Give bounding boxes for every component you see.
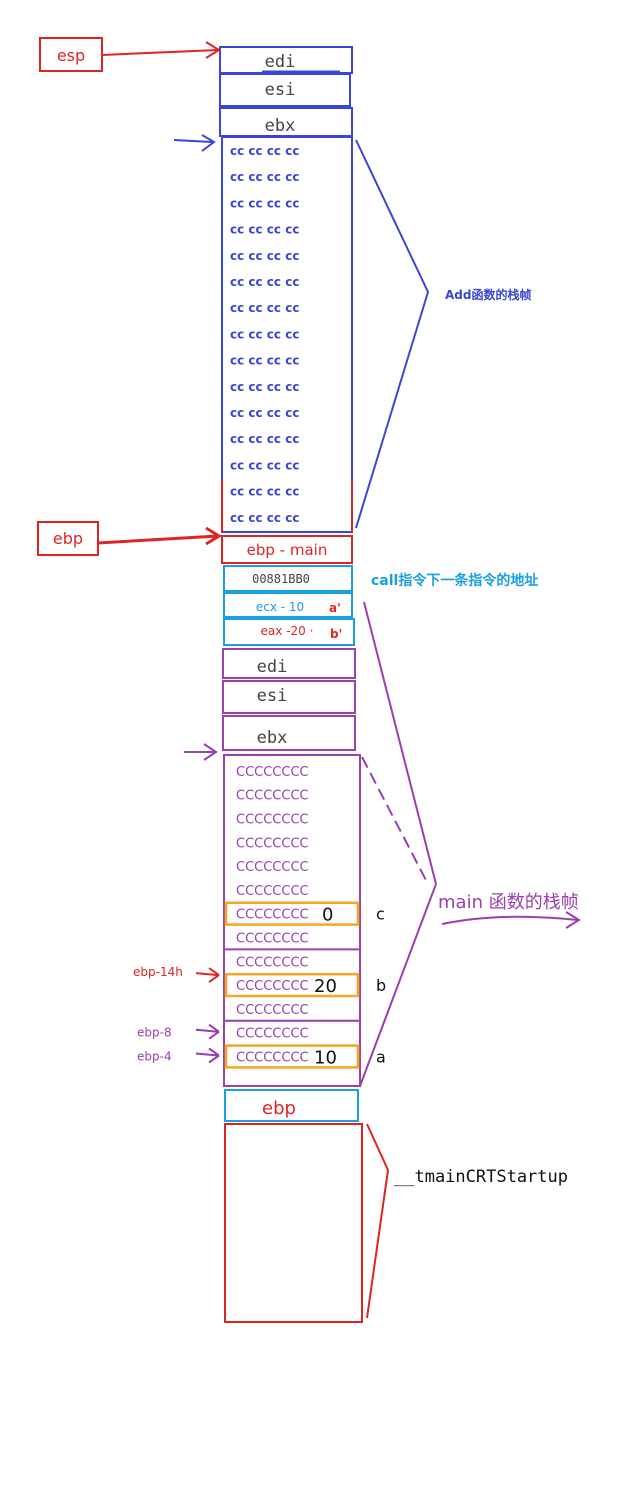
add-esi-label: esi bbox=[265, 80, 296, 100]
main-fill-row: CCCCCCCC bbox=[236, 789, 309, 804]
ebp-offset-arrow bbox=[195, 1023, 220, 1040]
add-fill-row: cc cc cc cc bbox=[230, 223, 299, 237]
add-fill-row: cc cc cc cc bbox=[230, 301, 299, 315]
main-fill-row: CCCCCCCC bbox=[236, 813, 309, 828]
return-address-value: 00881BB0 bbox=[252, 572, 310, 586]
main-var-value: 0 bbox=[322, 905, 333, 926]
main-var-value: 20 bbox=[314, 976, 337, 997]
call-area: ebp - main 00881BB0 call指令下一条指令的地址 ecx -… bbox=[221, 535, 538, 646]
add-fill-row: cc cc cc cc bbox=[230, 196, 299, 210]
add-fill-row: cc cc cc cc bbox=[230, 511, 299, 525]
main-fill-row: CCCCCCCC bbox=[236, 1003, 309, 1018]
add-frame-entry-arrow bbox=[173, 134, 216, 152]
main-esi-label: esi bbox=[257, 686, 288, 706]
eax-arg-label: eax -20 · bbox=[261, 624, 314, 638]
add-fill-row: cc cc cc cc bbox=[230, 432, 299, 446]
ebp-offset-arrow bbox=[195, 1047, 220, 1064]
main-fill-row: CCCCCCCC bbox=[236, 1051, 309, 1066]
main-frame-label: main 函数的栈帧 bbox=[438, 892, 579, 913]
ebp-offset-arrow bbox=[195, 967, 220, 983]
main-esi-cell bbox=[222, 680, 356, 714]
main-fill-row: CCCCCCCC bbox=[236, 908, 309, 923]
main-var-name: c bbox=[376, 905, 385, 924]
ebp-offset-label: ebp-14h bbox=[133, 965, 183, 979]
add-fill-row: cc cc cc cc bbox=[230, 170, 299, 184]
add-fill-row: cc cc cc cc bbox=[230, 380, 299, 394]
add-fill-row: cc cc cc cc bbox=[230, 354, 299, 368]
add-fill-row: cc cc cc cc bbox=[230, 249, 299, 263]
main-edi-label: edi bbox=[257, 657, 288, 677]
add-fill-row: cc cc cc cc bbox=[230, 485, 299, 499]
ebp-offset-label: ebp-8 bbox=[137, 1026, 172, 1040]
ebp-box bbox=[37, 521, 99, 556]
startup-frame-block bbox=[224, 1123, 363, 1323]
add-fill-rows: cc cc cc cc cc cc cc cc cc cc cc cc cc cc c… bbox=[230, 144, 299, 525]
main-fill-row: CCCCCCCC bbox=[236, 765, 309, 780]
main-var-cell bbox=[224, 972, 360, 998]
main-fill-block bbox=[223, 754, 361, 1087]
ebp-main-cell bbox=[221, 535, 353, 564]
ecx-arg-tag: a' bbox=[329, 601, 341, 615]
ebp-offset-label: ebp-4 bbox=[137, 1050, 172, 1064]
eax-arg-tag: b' bbox=[330, 627, 342, 641]
ebp-main-label: ebp - main bbox=[247, 541, 328, 559]
startup-label: __tmainCRTStartup bbox=[394, 1167, 568, 1187]
main-bracket-top bbox=[363, 601, 437, 885]
add-fill-row: cc cc cc cc bbox=[230, 327, 299, 341]
esp-arrow bbox=[101, 41, 221, 59]
add-edi-label: edi bbox=[265, 52, 296, 72]
main-fill-row: CCCCCCCC bbox=[236, 884, 309, 899]
main-fill-row: CCCCCCCC bbox=[236, 836, 309, 851]
add-esi-cell bbox=[219, 73, 351, 107]
main-var-name: a bbox=[376, 1048, 386, 1067]
main-fill-row: CCCCCCCC bbox=[236, 860, 309, 875]
eax-arg-cell bbox=[223, 618, 355, 646]
main-var-name: b bbox=[376, 976, 386, 995]
main-bracket-dashed bbox=[361, 756, 429, 885]
main-fill-row: CCCCCCCC bbox=[236, 932, 309, 947]
main-var-cell bbox=[224, 1044, 360, 1069]
main-fill-row: CCCCCCCC bbox=[236, 955, 309, 970]
add-fill-row: cc cc cc cc bbox=[230, 458, 299, 472]
main-ebx-label: ebx bbox=[257, 728, 288, 748]
main-fill-row: CCCCCCCC bbox=[236, 979, 309, 994]
bottom-ebp-label: ebp bbox=[262, 1098, 296, 1119]
add-fill-block bbox=[221, 136, 353, 533]
ebp-arrow bbox=[97, 526, 222, 546]
bottom-ebp-cell bbox=[224, 1089, 359, 1122]
main-edi-cell bbox=[222, 648, 356, 679]
startup-area: ebp __tmainCRTStartup bbox=[224, 1089, 568, 1323]
startup-bracket bbox=[366, 1123, 390, 1319]
main-var-value: 10 bbox=[314, 1048, 337, 1069]
ebp-label: ebp bbox=[53, 529, 83, 548]
return-address-note: call指令下一条指令的地址 bbox=[371, 572, 538, 589]
main-frame-out-arrow bbox=[441, 911, 581, 929]
esp-label: esp bbox=[57, 46, 85, 65]
main-ebx-cell bbox=[222, 715, 356, 751]
ecx-arg-cell bbox=[223, 592, 353, 618]
main-bracket-bottom bbox=[359, 883, 437, 1087]
add-fill-row: cc cc cc cc bbox=[230, 144, 299, 158]
add-fill-row: cc cc cc cc bbox=[230, 406, 299, 420]
main-var-cell bbox=[224, 901, 360, 926]
ebp-pointer: ebp bbox=[37, 521, 222, 556]
main-rows: CCCCCCCC CCCCCCCC CCCCCCCC CCCCCCCC CCCCCCCC… bbox=[133, 765, 386, 1069]
main-fill-row: CCCCCCCC bbox=[236, 1027, 309, 1042]
return-address-cell bbox=[223, 565, 353, 592]
add-fill-row: cc cc cc cc bbox=[230, 275, 299, 289]
main-frame-entry-arrow bbox=[184, 743, 218, 761]
main-frame: edi esi ebx CCCCCCCCCCCCCCCCCCCCCCCCCCCC… bbox=[133, 601, 581, 1087]
add-frame-label: Add函数的栈帧 bbox=[445, 287, 531, 302]
esp-pointer: esp bbox=[39, 37, 221, 72]
add-ebx-label: ebx bbox=[265, 116, 296, 136]
add-frame-bracket bbox=[355, 139, 430, 529]
ecx-arg-label: ecx - 10 bbox=[256, 600, 304, 614]
